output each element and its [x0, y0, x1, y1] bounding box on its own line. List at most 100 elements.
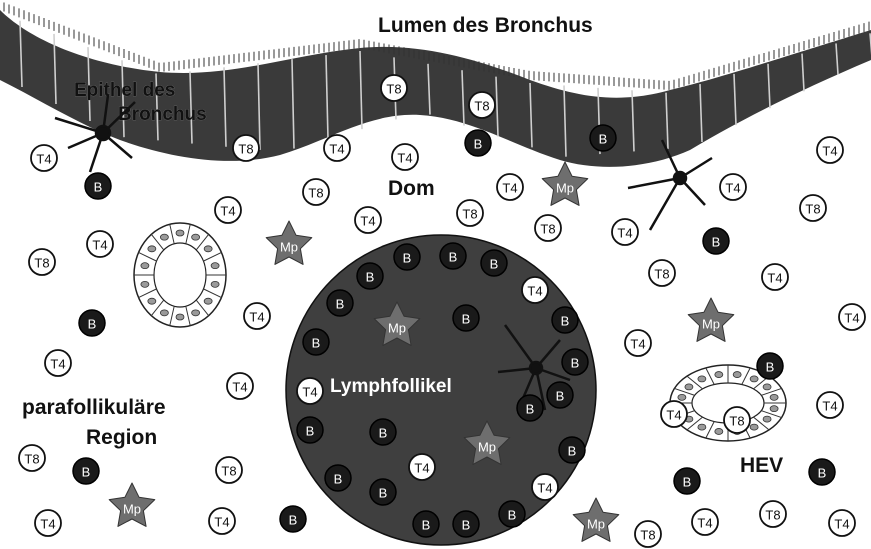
b-cell: B: [370, 419, 396, 445]
t8-cell: T8: [29, 249, 55, 275]
b-cell: B: [413, 511, 439, 537]
t8-cell: T8: [760, 501, 786, 527]
b-cell: B: [370, 479, 396, 505]
t4-cell: T4: [244, 303, 270, 329]
svg-text:T4: T4: [844, 311, 859, 326]
svg-text:B: B: [818, 466, 827, 481]
svg-text:B: B: [403, 251, 412, 266]
b-cell: B: [297, 417, 323, 443]
b-cell: B: [562, 349, 588, 375]
svg-text:T4: T4: [666, 408, 681, 423]
svg-text:T8: T8: [34, 256, 49, 271]
b-cell: B: [440, 243, 466, 269]
svg-text:T8: T8: [24, 452, 39, 467]
t4-cell: T4: [87, 231, 113, 257]
b-cell: B: [280, 506, 306, 532]
t4-cell: T4: [45, 350, 71, 376]
svg-text:T8: T8: [308, 186, 323, 201]
t8-cell: T8: [303, 179, 329, 205]
b-cell: B: [499, 501, 525, 527]
t4-cell: T4: [661, 401, 687, 427]
svg-text:B: B: [712, 235, 721, 250]
t8-cell: T8: [535, 215, 561, 241]
svg-text:B: B: [366, 270, 375, 285]
svg-text:B: B: [571, 356, 580, 371]
svg-text:T4: T4: [630, 337, 645, 352]
lumen-label: Lumen des Bronchus: [378, 14, 593, 37]
svg-text:T4: T4: [397, 151, 412, 166]
svg-text:B: B: [683, 475, 692, 490]
svg-text:B: B: [556, 389, 565, 404]
t4-cell: T4: [355, 207, 381, 233]
svg-text:Mp: Mp: [123, 502, 141, 517]
svg-text:B: B: [490, 257, 499, 272]
lymphfollikel-label: Lymphfollikel: [330, 376, 452, 397]
svg-text:T8: T8: [540, 222, 555, 237]
t4-cell: T4: [817, 392, 843, 418]
t8-cell: T8: [381, 75, 407, 101]
svg-text:T8: T8: [805, 202, 820, 217]
epithel-label-line1: Epithel des: [74, 80, 175, 101]
b-cell: B: [547, 382, 573, 408]
svg-text:T4: T4: [822, 144, 837, 159]
t4-cell: T4: [720, 174, 746, 200]
svg-text:B: B: [561, 314, 570, 329]
svg-text:T4: T4: [40, 517, 55, 532]
t8-cell: T8: [216, 457, 242, 483]
svg-text:B: B: [336, 297, 345, 312]
b-cell: B: [453, 511, 479, 537]
t4-cell: T4: [409, 454, 435, 480]
svg-text:B: B: [289, 513, 298, 528]
svg-text:T4: T4: [329, 142, 344, 157]
svg-text:T4: T4: [232, 380, 247, 395]
svg-text:T4: T4: [360, 214, 375, 229]
svg-text:T8: T8: [386, 82, 401, 97]
dom-label: Dom: [388, 177, 435, 200]
svg-text:B: B: [599, 132, 608, 147]
svg-text:T4: T4: [302, 385, 317, 400]
b-cell: B: [327, 290, 353, 316]
macrophage: Mp: [688, 298, 734, 341]
b-cell: B: [453, 305, 479, 331]
svg-text:T8: T8: [654, 267, 669, 282]
svg-text:B: B: [449, 250, 458, 265]
t8-cell: T8: [19, 445, 45, 471]
b-cell: B: [552, 307, 578, 333]
macrophage: Mp: [266, 221, 312, 264]
svg-text:T8: T8: [221, 464, 236, 479]
hev-vessel: [134, 223, 226, 327]
t4-cell: T4: [829, 510, 855, 536]
svg-text:T4: T4: [697, 516, 712, 531]
svg-text:Mp: Mp: [702, 317, 720, 332]
svg-text:T4: T4: [92, 238, 107, 253]
svg-text:T8: T8: [765, 508, 780, 523]
b-cell: B: [325, 465, 351, 491]
svg-text:T8: T8: [462, 207, 477, 222]
b-cell: B: [481, 250, 507, 276]
b-cell: B: [559, 437, 585, 463]
b-cell: B: [73, 458, 99, 484]
t4-cell: T4: [612, 219, 638, 245]
hev-label: HEV: [740, 454, 783, 477]
svg-text:T4: T4: [502, 181, 517, 196]
svg-text:T4: T4: [249, 310, 264, 325]
svg-text:B: B: [422, 518, 431, 533]
b-cell: B: [79, 310, 105, 336]
svg-text:Mp: Mp: [388, 321, 406, 336]
b-cell: B: [465, 130, 491, 156]
svg-text:T4: T4: [767, 271, 782, 286]
svg-text:T4: T4: [214, 515, 229, 530]
svg-text:B: B: [379, 486, 388, 501]
t8-cell: T8: [649, 260, 675, 286]
t8-cell: T8: [233, 135, 259, 161]
svg-text:B: B: [462, 312, 471, 327]
svg-text:T4: T4: [50, 357, 65, 372]
t8-cell: T8: [800, 195, 826, 221]
t8-cell: T8: [635, 521, 661, 547]
svg-text:T8: T8: [474, 99, 489, 114]
t4-cell: T4: [532, 474, 558, 500]
t4-cell: T4: [227, 373, 253, 399]
svg-text:B: B: [462, 518, 471, 533]
